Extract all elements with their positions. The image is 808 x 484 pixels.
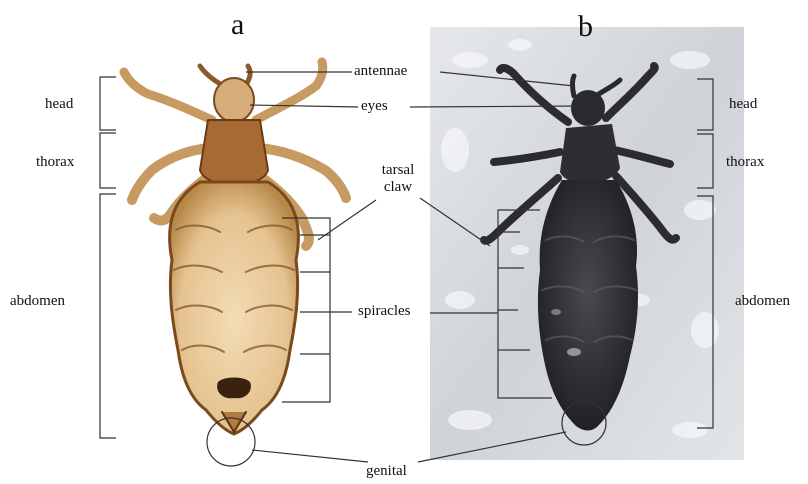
label-head-left: head [45, 97, 73, 112]
label-head-right: head [729, 97, 757, 112]
panel-label-b: b [578, 12, 593, 42]
abdomen-bracket-left [100, 194, 116, 438]
label-eyes: eyes [361, 99, 388, 114]
label-thorax-left: thorax [36, 155, 74, 170]
panel-label-a: a [231, 10, 244, 40]
label-tarsal-claw: tarsal claw [373, 162, 423, 197]
label-antennae: antennae [354, 64, 407, 79]
specimen-a [124, 62, 346, 434]
head-bracket-left [100, 77, 116, 130]
label-thorax-right: thorax [726, 155, 764, 170]
label-spiracles: spiracles [358, 304, 410, 319]
label-abdomen-left: abdomen [10, 294, 65, 309]
thorax-bracket-left [100, 133, 116, 188]
label-genital: genital [366, 464, 407, 479]
label-abdomen-right: abdomen [735, 294, 790, 309]
